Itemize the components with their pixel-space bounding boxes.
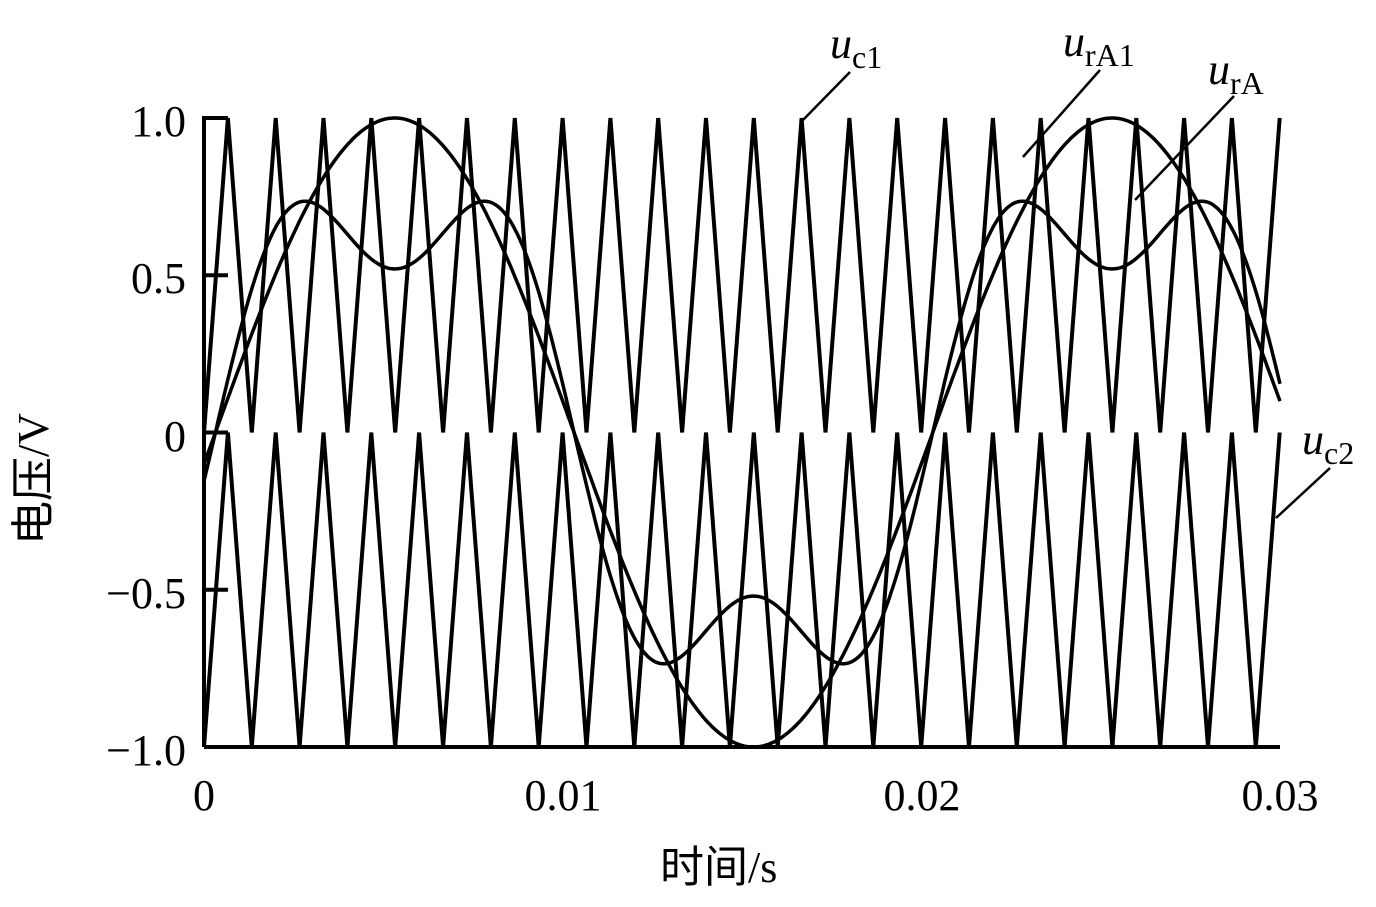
x-axis-title: 时间/s — [660, 843, 778, 892]
y-axis-title: 电压/V — [9, 413, 58, 545]
x-tick-label: 0 — [193, 771, 215, 820]
y-tick-label: 1.0 — [131, 97, 186, 146]
series-urA1 — [202, 116, 1282, 749]
label-urA1: urA1 — [1063, 17, 1135, 73]
callout-leader-lines — [802, 69, 1331, 519]
label-uc1: uc1 — [830, 19, 883, 75]
x-tick-label: 0.01 — [524, 771, 602, 820]
y-tick-label: −1.0 — [106, 726, 186, 775]
series-lines — [202, 116, 1282, 749]
series-urA — [202, 199, 1282, 666]
leader-urA — [1134, 95, 1235, 201]
leader-uc2 — [1275, 467, 1331, 519]
x-tick-label: 0.03 — [1241, 771, 1319, 820]
series-uc2 — [202, 432, 1282, 748]
uc1-start-edge — [202, 116, 228, 433]
uc2-start-edge — [202, 430, 228, 747]
label-uc2: uc2 — [1302, 415, 1355, 471]
y-tick-label: 0 — [164, 412, 186, 461]
y-tick-label: 0.5 — [131, 254, 186, 303]
leader-urA1 — [1022, 69, 1101, 158]
y-tick-label: −0.5 — [106, 569, 186, 618]
x-tick-label: 0.02 — [883, 771, 961, 820]
series-uc1 — [202, 117, 1282, 433]
leader-uc1 — [802, 71, 851, 121]
label-urA: urA — [1208, 45, 1264, 101]
